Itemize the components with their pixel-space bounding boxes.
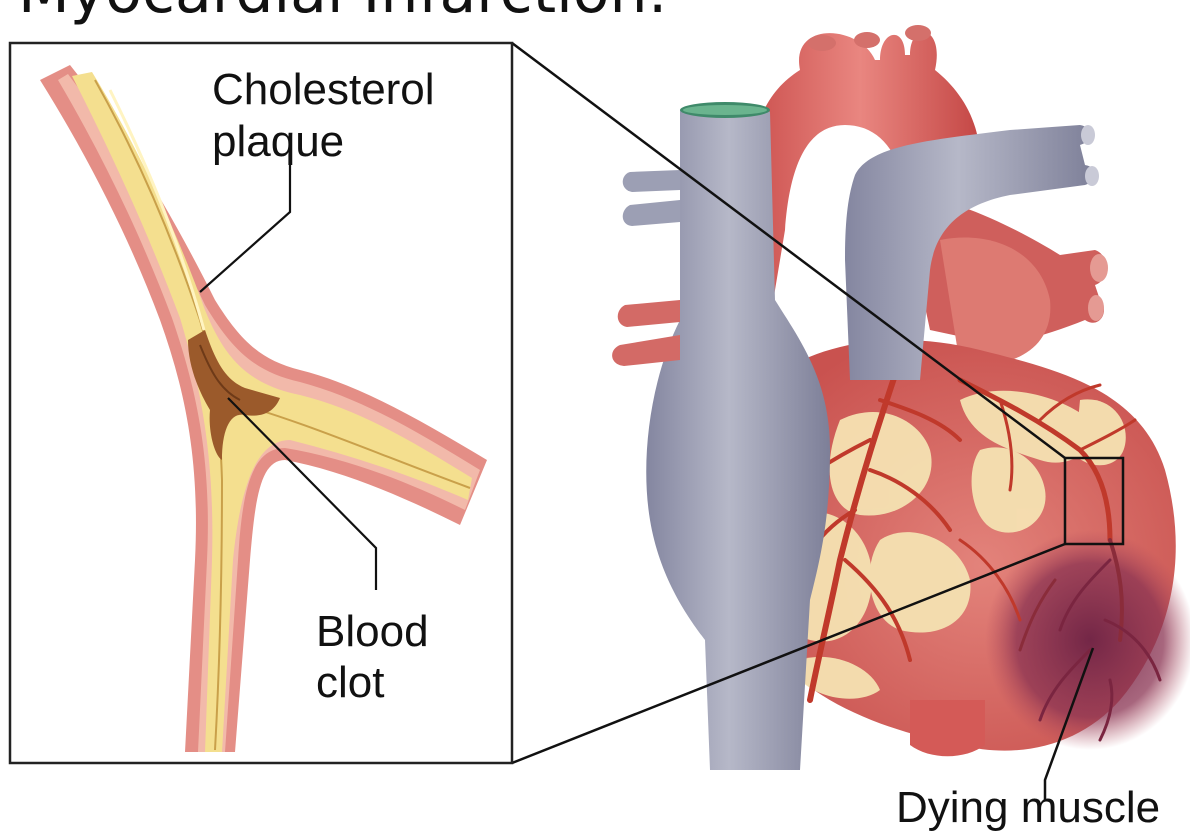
label-blood-line1: Blood [316, 607, 429, 656]
heart-illustration [612, 25, 1190, 770]
label-cholesterol-line2: plaque [212, 117, 344, 166]
label-cholesterol-line1: Cholesterol [212, 65, 435, 114]
label-dying-muscle: Dying muscle [896, 783, 1160, 832]
label-clot-line2: clot [316, 658, 384, 707]
